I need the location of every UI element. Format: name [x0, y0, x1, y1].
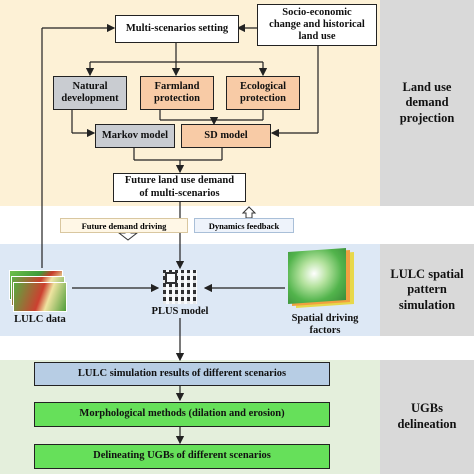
section-label-land-use-demand: Land use demand projection	[380, 0, 474, 206]
ecological-protection-box: Ecological protection	[226, 76, 300, 110]
dynamics-feedback-tag: Dynamics feedback	[194, 218, 294, 233]
sd-model-box: SD model	[181, 124, 271, 148]
lulc-data-label: LULC data	[14, 314, 66, 325]
spatial-driving-factors-map	[286, 247, 358, 310]
section-label-ugb-delineation: UGBs delineation	[380, 360, 474, 474]
future-demand-box: Future land use demand of multi-scenario…	[113, 173, 246, 202]
plus-model-icon	[163, 270, 197, 304]
lulc-simulation-results-box: LULC simulation results of different sce…	[34, 362, 330, 386]
farmland-protection-box: Farmland protection	[140, 76, 214, 110]
plus-model-label: PLUS model	[151, 306, 209, 317]
socio-economic-box: Socio-economic change and historical lan…	[257, 4, 377, 46]
delineating-ugbs-box: Delineating UGBs of different scenarios	[34, 444, 330, 469]
natural-development-box: Natural development	[53, 76, 127, 110]
morphological-methods-box: Morphological methods (dilation and eros…	[34, 402, 330, 427]
future-demand-driving-tag: Future demand driving	[60, 218, 188, 233]
markov-model-box: Markov model	[95, 124, 175, 148]
multi-scenarios-setting-box: Multi-scenarios setting	[115, 15, 239, 43]
section-label-lulc-simulation: LULC spatial pattern simulation	[380, 244, 474, 336]
spatial-driving-factors-label: Spatial driving factors	[291, 313, 359, 337]
lulc-data-map	[9, 270, 71, 312]
